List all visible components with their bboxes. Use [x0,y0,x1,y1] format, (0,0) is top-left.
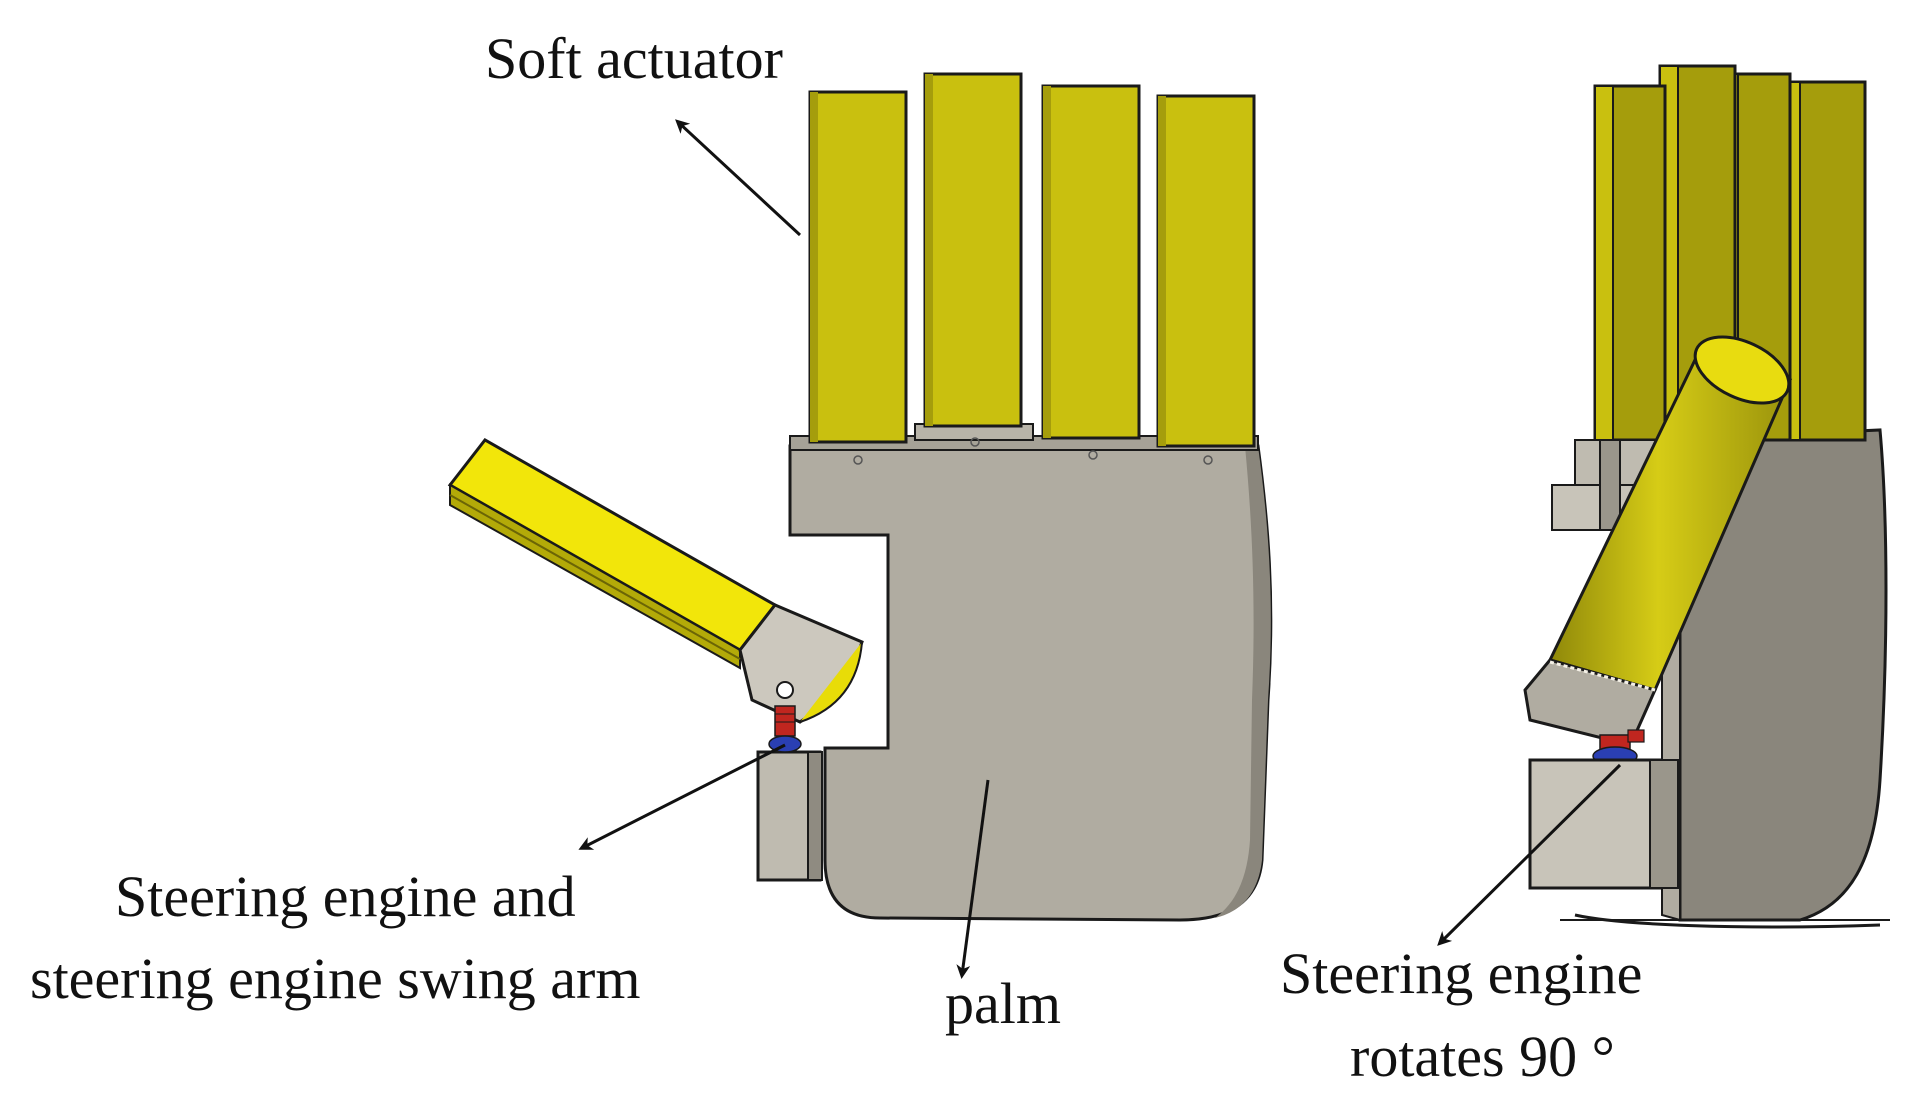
rotated-steering-engine [1528,758,1662,890]
soft-actuator-3 [1041,84,1141,440]
thumb-actuator-top [447,438,778,652]
soft-actuator-1 [808,90,908,444]
arrow-steering-engine [578,743,786,850]
thumb-cylinder-end [1693,335,1791,405]
left-hand-model [447,72,1273,922]
label-palm: palm [945,971,1061,1036]
soft-actuator-4 [1156,94,1256,448]
label-steering-engine-line2: steering engine swing arm [30,946,641,1011]
label-steering-engine-line1: Steering engine and [115,864,576,929]
label-rotates-line1: Steering engine [1280,941,1643,1006]
palm-body [788,444,1273,922]
soft-actuator-2 [923,72,1023,428]
arrow-soft-actuator [675,119,802,237]
label-soft-actuator: Soft actuator [485,26,783,91]
label-rotates-line2: rotates 90 ° [1350,1024,1615,1089]
palm-edge [1215,446,1271,918]
arrow-palm [956,779,990,979]
right-hand-model [1523,64,1890,929]
arrow-rotated-engine [1437,763,1622,946]
palm-side-body [1661,428,1888,922]
